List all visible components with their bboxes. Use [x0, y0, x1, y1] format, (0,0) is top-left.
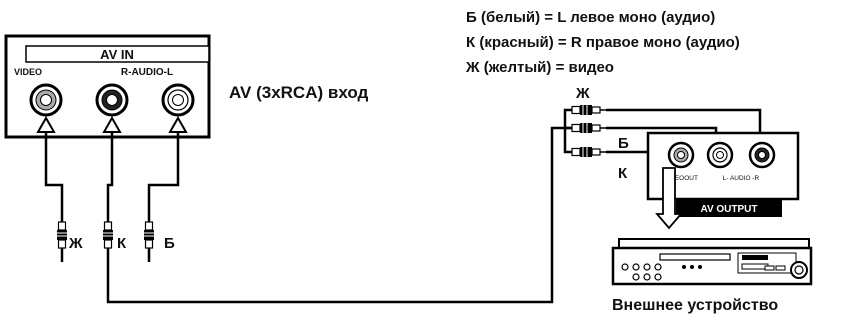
plug-white-right	[571, 122, 607, 134]
audio-r-out-jack	[748, 141, 776, 169]
input-arrows	[36, 115, 188, 133]
input-cables	[44, 127, 180, 222]
plug-letter-left-3: Б	[164, 235, 175, 252]
external-device	[611, 238, 813, 286]
plug-letter-right-2: Б	[618, 135, 629, 152]
legend-red: К (красный) = R правое моно (аудио)	[466, 34, 740, 51]
connecting-cable	[60, 108, 572, 304]
color-legend: Б (белый) = L левое моно (аудио) К (крас…	[465, 9, 740, 76]
video-label: VIDEO	[14, 67, 42, 77]
videoout-jack	[667, 141, 695, 169]
plug-red-right	[571, 146, 607, 158]
videoout-label: VIDEOOUT	[664, 175, 698, 182]
plug-letter-right-1: Ж	[575, 85, 590, 102]
av-in-title: AV IN	[100, 47, 134, 62]
plug-red-left	[102, 221, 114, 249]
device-name: Внешнее устройство	[612, 297, 778, 314]
plug-letter-right-3: К	[618, 165, 628, 182]
plug-letter-left-1: Ж	[68, 235, 83, 252]
plug-white-left	[143, 221, 155, 249]
av-output-badge	[676, 200, 782, 217]
audio-r-jack	[95, 83, 129, 117]
legend-white: Б (белый) = L левое моно (аудио)	[466, 9, 715, 26]
av-in-panel: AV IN VIDEO R-AUDIO-L	[4, 34, 211, 139]
output-down-arrow	[655, 167, 683, 230]
av-output-label: AV OUTPUT	[700, 204, 757, 215]
input-caption: AV (3xRCA) вход	[229, 83, 369, 102]
audio-l-jack	[161, 83, 195, 117]
audio-label: R-AUDIO-L	[121, 67, 173, 78]
audio-l-out-jack	[706, 141, 734, 169]
plug-yellow-right	[571, 104, 607, 116]
output-plugs	[571, 104, 607, 158]
plug-letter-left-2: К	[117, 235, 127, 252]
video-jack	[29, 83, 63, 117]
legend-yellow: Ж (желтый) = видео	[465, 59, 614, 76]
plug-yellow-left	[56, 221, 68, 249]
audio-out-label: L- AUDIO -R	[723, 175, 760, 182]
